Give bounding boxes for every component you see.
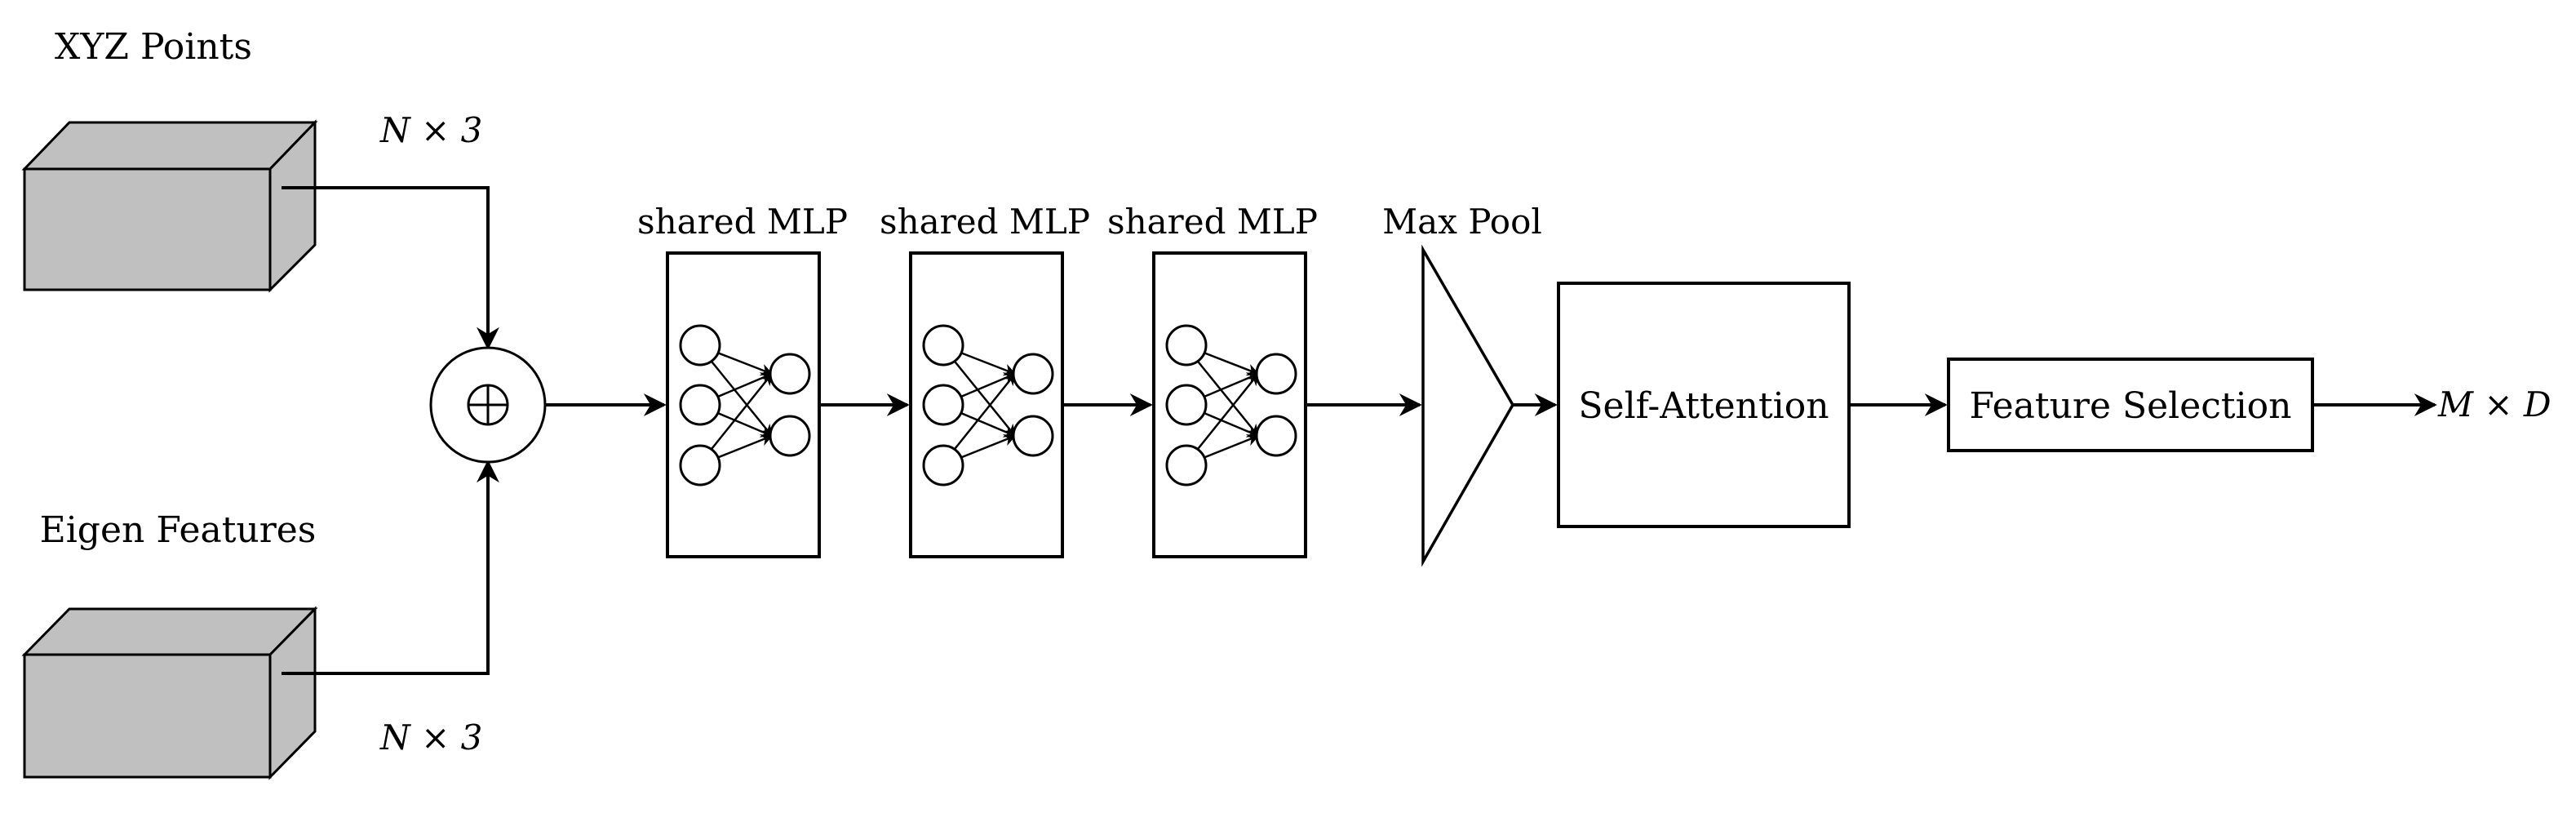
max-pool-shape	[1421, 244, 1515, 567]
xyz-points-label: XYZ Points	[55, 26, 252, 68]
xyz-to-combine-arrow	[282, 186, 499, 350]
feature-selection-block	[1947, 358, 2314, 452]
mlp3-network-icon	[1165, 324, 1297, 486]
mlp2-network-icon	[922, 324, 1054, 486]
mlp1-block	[666, 251, 821, 558]
concat-node	[429, 346, 547, 464]
eigen-dimension-label: N × 3	[379, 717, 482, 757]
output-dimension-label: M × D	[2437, 384, 2552, 424]
eigen-features-box	[21, 606, 318, 780]
mlp1-network-icon	[679, 324, 811, 486]
self-attention-label: Self-Attention	[1578, 385, 1829, 427]
mlp3-label: shared MLP	[1107, 202, 1318, 242]
mlp2-label: shared MLP	[880, 202, 1090, 242]
xyz-points-box	[21, 119, 318, 293]
self-attention-block	[1557, 282, 1851, 528]
eigen-features-label: Eigen Features	[40, 509, 317, 551]
mlp2-block	[909, 251, 1064, 558]
eigen-to-combine-arrow	[282, 460, 499, 675]
xyz-dimension-label: N × 3	[379, 110, 482, 150]
mlp1-label: shared MLP	[637, 202, 848, 242]
feature-selection-label: Feature Selection	[1970, 385, 2292, 427]
max-pool-label: Max Pool	[1382, 202, 1542, 242]
mlp3-block	[1152, 251, 1307, 558]
